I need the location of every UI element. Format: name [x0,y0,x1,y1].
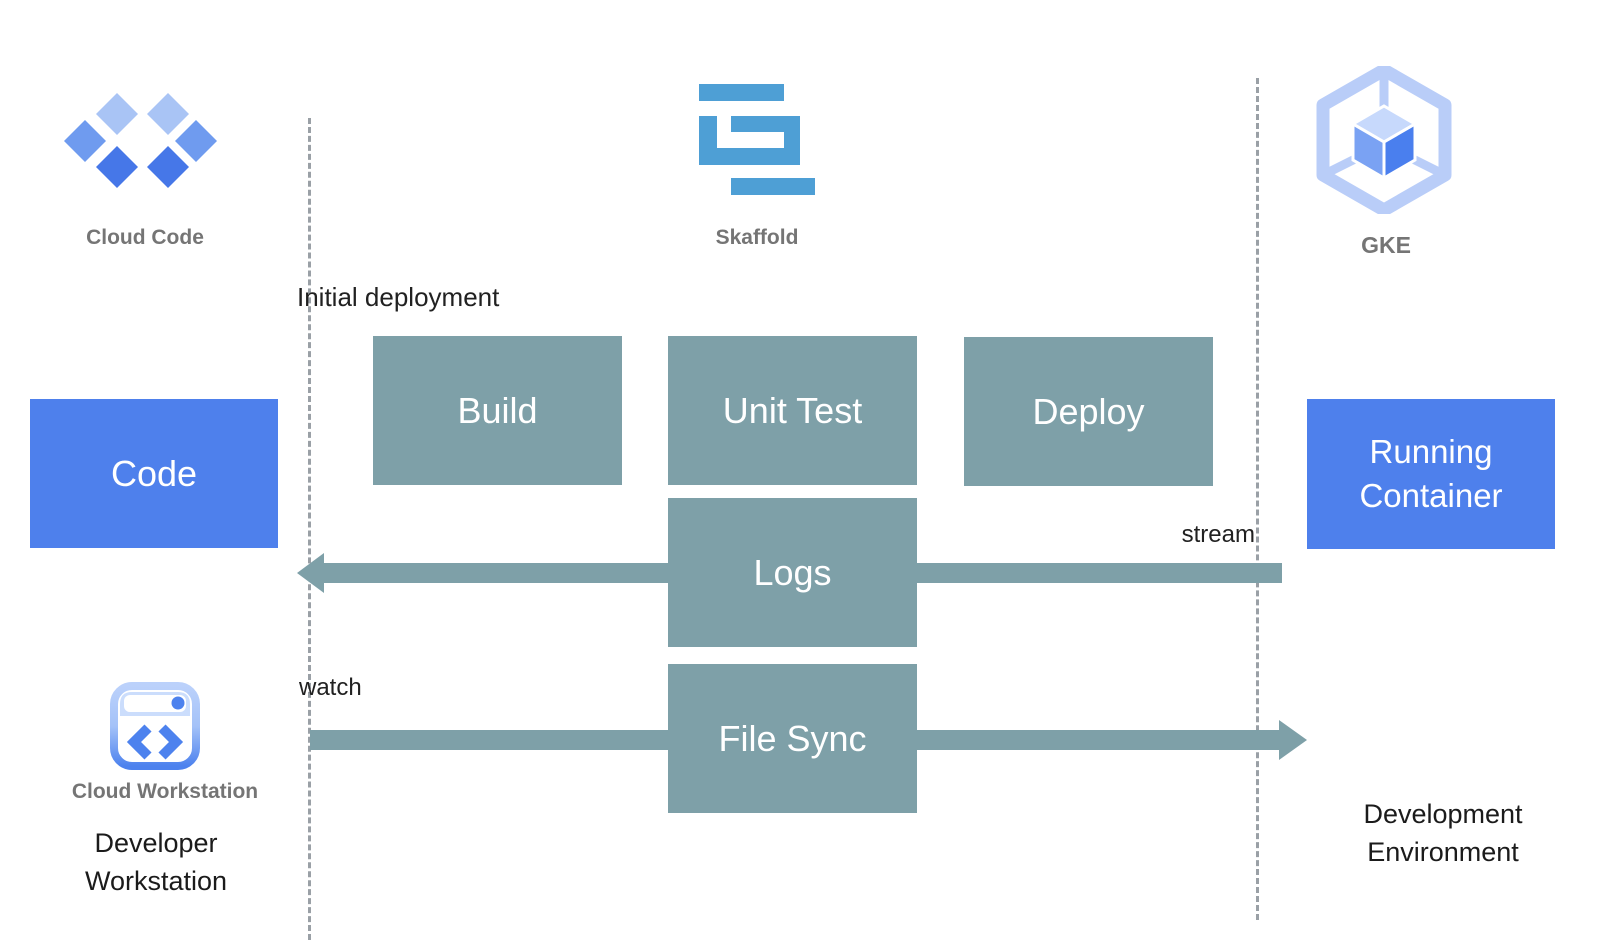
development-environment-caption: Development Environment [1293,795,1593,871]
skaffold-s-icon [699,84,815,195]
file-sync-box: File Sync [668,664,917,813]
running-container-line-2: Container [1359,477,1503,514]
logs-box: Logs [668,498,917,647]
developer-workstation-caption: Developer Workstation [6,824,306,900]
watch-label: watch [299,674,362,701]
logs-box-label: Logs [753,551,832,593]
right-lane-separator [1256,78,1259,920]
cloud-code-diamonds-icon [64,93,217,188]
code-box-label: Code [110,452,198,494]
development-environment-line-1: Development [1363,799,1523,829]
running-container-line-1: Running [1369,433,1493,470]
cloud-code-label: Cloud Code [86,226,204,249]
developer-workstation-line-1: Developer [94,828,218,858]
initial-deployment-label: Initial deployment [297,282,500,312]
build-box: Build [373,336,622,485]
file-sync-box-label: File Sync [718,717,867,759]
development-environment-line-2: Environment [1367,837,1519,867]
unit-test-box: Unit Test [668,336,917,485]
cloud-workstation-label: Cloud Workstation [71,780,259,803]
code-box: Code [30,399,278,548]
left-lane-separator [308,118,311,940]
cloud-workstation-icon [110,682,200,770]
skaffold-label: Skaffold [715,226,799,249]
gke-hexagon-cube-icon [1316,66,1452,214]
unit-test-box-label: Unit Test [722,389,863,431]
stream-label: stream [1181,521,1255,548]
deploy-box: Deploy [964,337,1213,486]
deploy-box-label: Deploy [1032,390,1145,432]
gke-label: GKE [1361,232,1411,258]
developer-workstation-line-2: Workstation [84,866,228,896]
running-container-box: Running Container [1307,399,1555,549]
build-box-label: Build [457,389,538,431]
